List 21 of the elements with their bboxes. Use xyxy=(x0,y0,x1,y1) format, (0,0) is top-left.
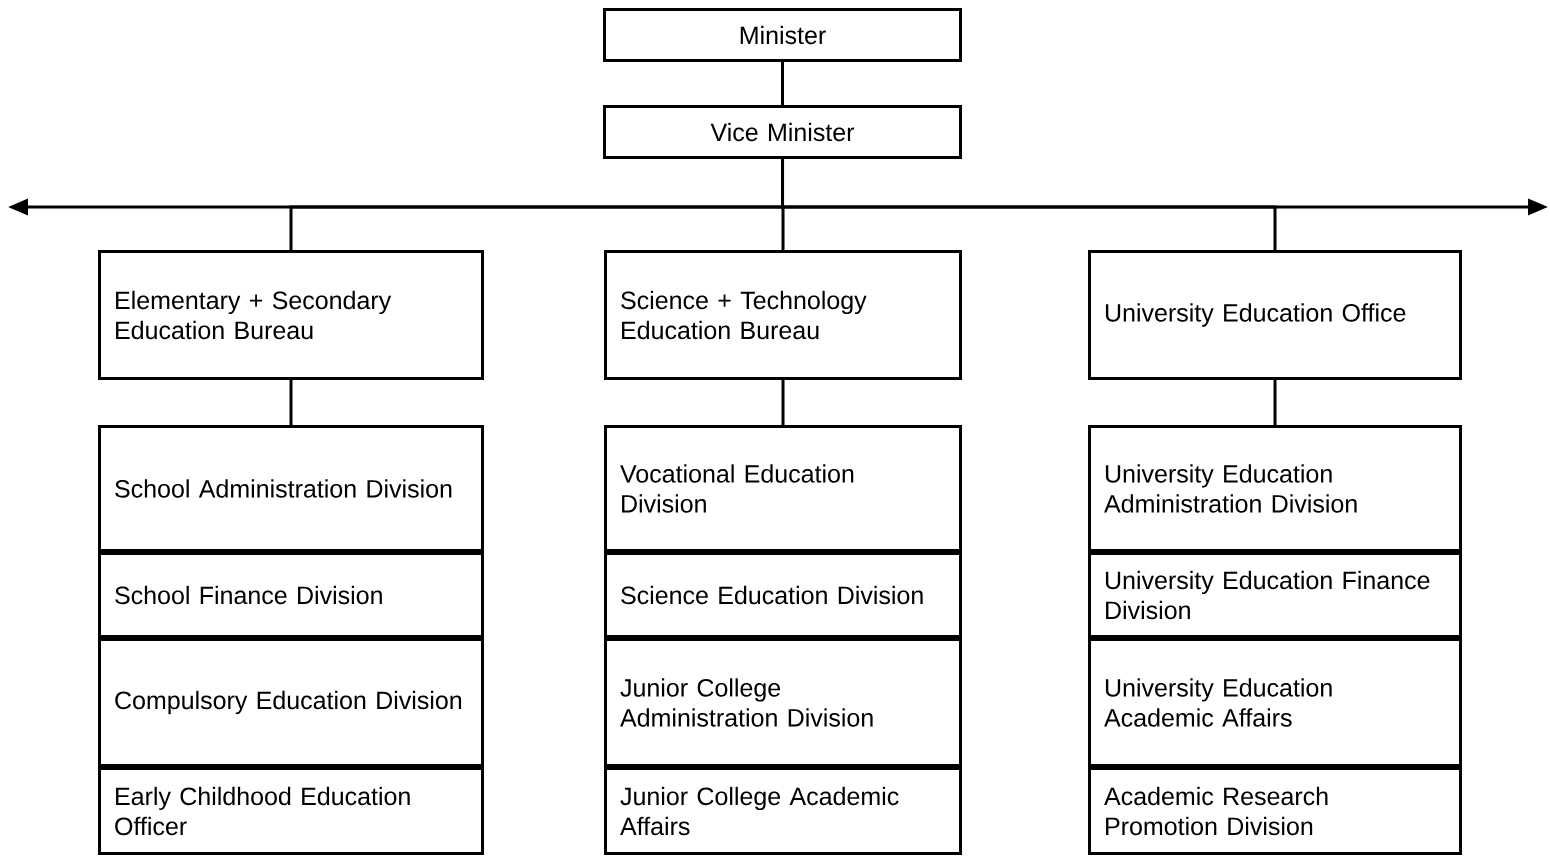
org-box: Science + Technology Education Bureau xyxy=(604,250,962,380)
org-box: Science Education Division xyxy=(604,552,962,638)
connector-line xyxy=(781,380,785,425)
org-box: University Education Office xyxy=(1088,250,1463,380)
org-box: Minister xyxy=(603,8,962,62)
org-box: Vocational Education Division xyxy=(604,425,962,552)
org-box: Junior College Academic Affairs xyxy=(604,767,962,855)
connector-line xyxy=(781,62,784,105)
org-box: Early Childhood Education Officer xyxy=(98,767,484,855)
org-box: University Education Academic Affairs xyxy=(1088,638,1463,767)
connector-line xyxy=(289,380,293,425)
org-box: Vice Minister xyxy=(603,105,962,159)
org-box: School Administration Division xyxy=(98,425,484,552)
org-box: University Education Administration Division xyxy=(1088,425,1463,552)
org-box: Academic Research Promotion Division xyxy=(1088,767,1463,855)
connector-line xyxy=(1273,380,1277,425)
org-box: Junior College Administration Division xyxy=(604,638,962,767)
org-box: Compulsory Education Division xyxy=(98,638,484,767)
org-box: Elementary + Secondary Education Bureau xyxy=(98,250,484,380)
org-box: University Education Finance Division xyxy=(1088,552,1463,638)
org-box: School Finance Division xyxy=(98,552,484,638)
